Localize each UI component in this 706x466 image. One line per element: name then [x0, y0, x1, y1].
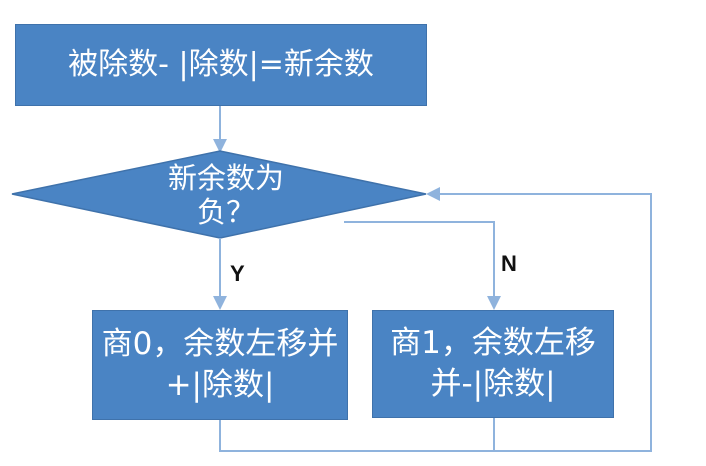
- decision-text: 新余数为负？: [167, 161, 284, 229]
- nonnegative-remainder-box: 商1，余数左移并-|除数|: [372, 310, 614, 418]
- negative-remainder-text: 商0，余数左移并+|除数|: [101, 326, 339, 403]
- no-branch-label: N: [501, 251, 517, 276]
- negative-remainder-box: 商0，余数左移并+|除数|: [92, 310, 348, 420]
- yes-branch-label: Y: [230, 261, 245, 286]
- start-process-box: 被除数- |除数|=新余数: [15, 24, 427, 106]
- arrow-no-branch: [344, 221, 501, 310]
- nonnegative-remainder-text: 商1，余数左移并-|除数|: [390, 325, 596, 402]
- start-process-text: 被除数- |除数|=新余数: [68, 47, 374, 82]
